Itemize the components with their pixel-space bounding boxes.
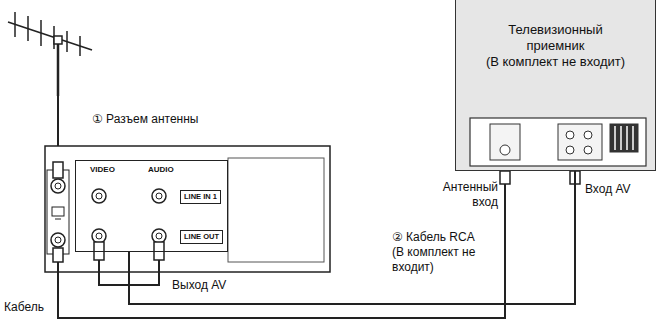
- rf-in-jack: [55, 183, 61, 189]
- rca-wire: [98, 260, 100, 285]
- tv-body: [455, 0, 656, 171]
- jack-row-box: LINE OUT: [180, 230, 223, 244]
- tv-vent-slot: [614, 126, 616, 150]
- tv-vent: [610, 124, 638, 152]
- jack-row-label: LINE IN 1: [184, 192, 217, 202]
- callout-label: ① Разъем антенны: [92, 112, 198, 127]
- rca-jack: [152, 229, 166, 243]
- tv-antenna-jack: [500, 145, 510, 155]
- tv-av-jack: [584, 146, 592, 154]
- antenna-element: [27, 16, 29, 41]
- antenna-mast: [57, 39, 60, 96]
- jack-label: AUDIO: [148, 165, 174, 175]
- tv-vent-slot: [620, 126, 622, 150]
- tv-antenna-plug: [500, 171, 510, 184]
- jack-label: VIDEO: [90, 165, 115, 175]
- tv-vent-slot: [626, 126, 628, 150]
- rf-out-plug: [53, 248, 63, 262]
- cable-label: Кабель: [4, 300, 44, 315]
- antenna-element: [40, 20, 42, 46]
- rca-jack: [156, 193, 162, 199]
- rca-jack: [96, 193, 102, 199]
- rca-plug: [154, 242, 164, 260]
- rca-plug: [94, 242, 104, 260]
- jack-row-box: LINE IN 1: [180, 190, 221, 204]
- rf-terminal-column: [47, 170, 69, 254]
- tv-vent-slot: [632, 126, 634, 150]
- rca-jack: [92, 229, 106, 243]
- port-label: Антенный вход: [430, 180, 498, 210]
- rca-jack: [156, 233, 162, 239]
- antenna-element: [66, 31, 68, 52]
- rf-out-jack: [55, 237, 61, 243]
- tv-av-terminal: [558, 124, 602, 160]
- antenna-symbol: [8, 12, 92, 96]
- vcr-recess: [228, 158, 324, 262]
- tv-box: Телевизионный приемник(В комплект не вхо…: [455, 0, 656, 171]
- rca-jack: [152, 189, 166, 203]
- port-label: Выход AV: [172, 278, 226, 293]
- tv-icon: [52, 207, 64, 216]
- antenna-output-cable: [58, 184, 505, 318]
- tv-av-jack: [584, 131, 592, 139]
- antenna-clamp: [54, 36, 62, 44]
- note-text: (В комплект не входит): [456, 54, 655, 70]
- vcr-body: [45, 146, 330, 272]
- rca-cable: [129, 171, 575, 304]
- port-label: Вход AV: [585, 182, 631, 197]
- tv-av-jack: [566, 146, 574, 154]
- tv-icon: [55, 219, 61, 220]
- device-name: Телевизионный приемник: [496, 22, 616, 54]
- tv-av-jack: [566, 131, 574, 139]
- tv-antenna-terminal: [490, 124, 520, 160]
- antenna-element: [79, 36, 81, 56]
- tv-rear-panel: [470, 118, 646, 166]
- tv-vent-slots: [615, 126, 633, 150]
- rca-jack: [92, 189, 106, 203]
- rca-jack: [96, 233, 102, 239]
- rf-in-jack: [51, 179, 65, 193]
- rca-wire: [158, 260, 160, 285]
- jack-panel: VIDEO AUDIO LINE IN 1 LINE OUT: [75, 160, 228, 252]
- antenna-element: [14, 12, 16, 37]
- antenna-plug: [53, 162, 63, 178]
- callout-label: ② Кабель RCA (В комплект не входит): [392, 230, 476, 275]
- jack-row-label: LINE OUT: [184, 232, 219, 242]
- rf-out-jack: [51, 233, 65, 247]
